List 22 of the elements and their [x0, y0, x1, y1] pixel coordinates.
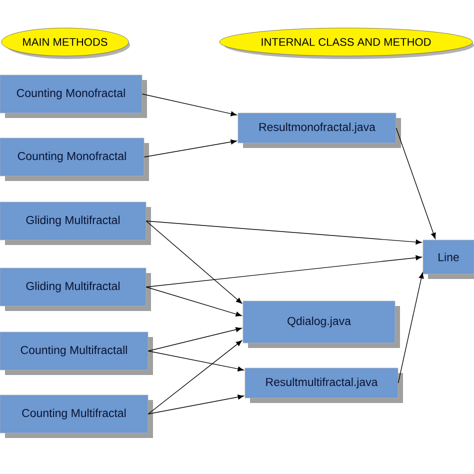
class-box: Resultmultifractal.java: [244, 368, 403, 403]
arrow: [148, 350, 244, 372]
class-box: Resultmonofractal.java: [238, 112, 401, 148]
arrow: [148, 327, 242, 352]
arrow: [146, 220, 422, 244]
class-box: Gliding Multifractal: [0, 268, 151, 311]
arrow: [146, 286, 242, 317]
class-box: Counting Multifractal: [0, 394, 153, 438]
arrow: [148, 394, 244, 414]
arrow: [398, 272, 424, 384]
class-box: Line: [422, 240, 474, 279]
arrow: [396, 128, 436, 239]
arrow: [146, 255, 422, 288]
class-box: Qdialog.java: [242, 300, 400, 348]
arrow: [146, 220, 242, 304]
arrow: [144, 139, 237, 158]
class-box: Counting Multifractall: [0, 332, 153, 375]
class-box: Counting Monofractal: [0, 74, 147, 118]
class-box: Gliding Multifractal: [0, 202, 151, 245]
arrow: [148, 340, 242, 414]
class-box: Counting Monofractal: [0, 138, 149, 181]
arrow: [142, 94, 237, 116]
